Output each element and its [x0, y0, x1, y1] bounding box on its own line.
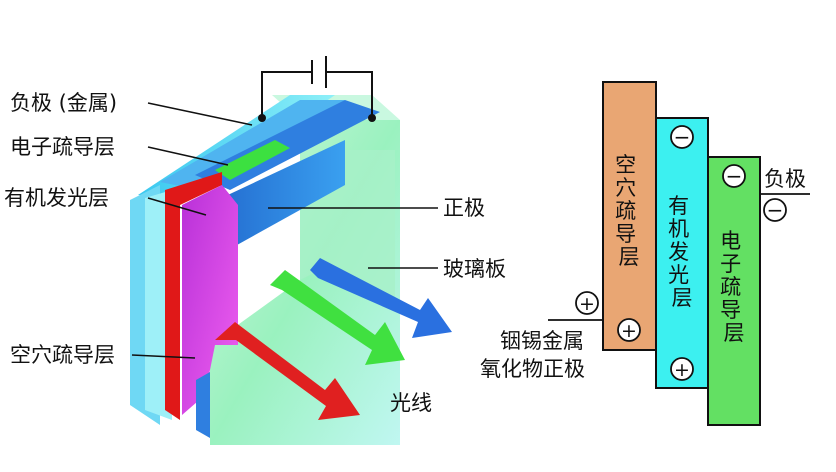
etl-char-3: 疏: [720, 275, 741, 299]
htl-char-5: 层: [619, 245, 640, 269]
plus-circle-htl: +: [617, 318, 641, 342]
minus-sign-cathode: −: [767, 198, 784, 222]
minus-circle-cathode: −: [763, 198, 787, 222]
plus-sign-anode: +: [579, 293, 595, 315]
leader-emissive: [147, 197, 207, 216]
device-3d: 负极 (金属) 电子疏导层 有机发光层 正极 玻璃板 空穴疏导层 光线: [4, 56, 506, 445]
wire-dot-left: [258, 114, 266, 122]
label-cathode: 负极 (金属): [10, 91, 117, 115]
etl-char-2: 子: [720, 252, 741, 276]
cathode-top-edge: [160, 100, 345, 190]
minus-sign-eml: −: [674, 125, 691, 149]
label-light: 光线: [390, 391, 432, 415]
wire-right: [326, 71, 373, 118]
etl-char-4: 导: [720, 298, 741, 322]
anode-label-line2: 氧化物正极: [480, 357, 585, 381]
plus-sign-htl: +: [621, 320, 637, 342]
eml-char-1: 有: [668, 194, 689, 218]
eml-text: 有 机 发 光 层: [668, 194, 696, 310]
cathode-level-label: 负极: [764, 167, 806, 191]
plus-circle-anode: +: [575, 291, 599, 315]
label-emissive: 有机发光层: [4, 186, 109, 210]
leader-cathode: [147, 102, 253, 126]
arrow-green: [270, 270, 405, 365]
etl-strip: [215, 140, 290, 180]
emissive-magenta-layer: [182, 185, 238, 415]
label-glass: 玻璃板: [443, 257, 506, 281]
arrow-red: [215, 322, 360, 420]
anode-label-line1: 铟锡金属: [500, 329, 584, 353]
htl-char-2: 穴: [615, 176, 636, 200]
minus-sign-etl: −: [726, 164, 743, 188]
htl-text: 空 穴 疏 导 层: [615, 153, 643, 269]
label-etl: 电子疏导层: [10, 135, 115, 159]
htl-char-3: 疏: [615, 199, 636, 223]
etl-char-5: 层: [724, 321, 745, 345]
etl-text: 电 子 疏 导 层: [720, 229, 748, 345]
eml-char-5: 层: [672, 286, 693, 310]
label-anode: 正极: [443, 196, 485, 220]
wire-dot-right: [368, 114, 376, 122]
eml-char-3: 发: [668, 240, 689, 264]
wire-left: [261, 71, 312, 118]
htl-char-4: 导: [615, 222, 636, 246]
energy-level-diagram: 空 穴 疏 导 层 有 机 发 光 层 电 子 疏 导 层 − −: [480, 81, 810, 426]
arrow-blue: [310, 258, 452, 338]
etl-char-1: 电: [720, 229, 741, 253]
leader-htl: [131, 354, 196, 359]
eml-char-2: 机: [668, 217, 689, 241]
plus-sign-eml: +: [674, 359, 690, 381]
minus-circle-eml: −: [670, 125, 694, 149]
bottom-blue-strip: [196, 372, 210, 438]
plus-circle-eml: +: [670, 357, 694, 381]
leader-etl: [147, 146, 229, 166]
minus-circle-etl: −: [722, 164, 746, 188]
eml-char-4: 光: [668, 263, 689, 287]
htl-char-1: 空: [615, 153, 636, 177]
label-htl: 空穴疏导层: [10, 343, 115, 367]
etl-box: [707, 156, 761, 426]
